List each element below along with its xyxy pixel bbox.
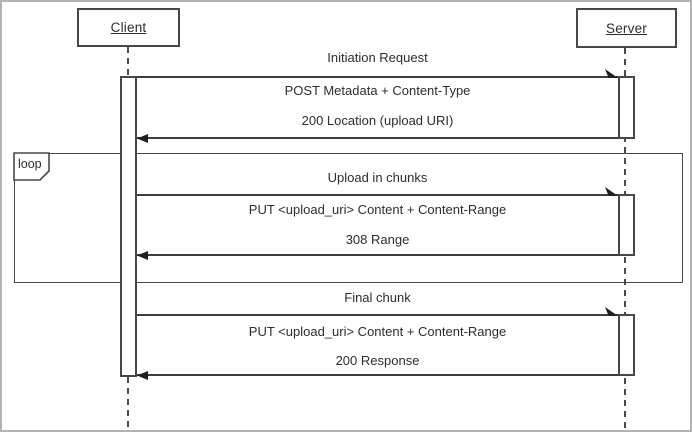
exchange-3-request-label: PUT <upload_uri> Content + Content-Range <box>248 324 507 339</box>
server-activation-bar-2 <box>618 194 635 256</box>
exchange-1-response-arrowhead-icon <box>137 134 148 143</box>
exchange-2-request-line <box>137 194 618 196</box>
participant-client: Client <box>77 8 180 47</box>
participant-server: Server <box>576 8 677 48</box>
exchange-1-response-label: 200 Location (upload URI) <box>301 113 454 128</box>
exchange-3-request-arrowhead-icon <box>605 307 618 316</box>
exchange-3-title: Final chunk <box>344 290 411 305</box>
exchange-2-title: Upload in chunks <box>327 170 428 185</box>
exchange-2-request-arrowhead-icon <box>605 187 618 196</box>
exchange-3-response-arrowhead-icon <box>137 371 148 380</box>
exchange-3-request-line <box>137 314 618 316</box>
client-activation-bar <box>120 76 137 377</box>
loop-fragment-label: loop <box>18 157 42 171</box>
exchange-1-request-arrowhead-icon <box>605 69 618 78</box>
participant-server-label: Server <box>606 20 647 36</box>
exchange-3-response-line <box>137 374 618 376</box>
exchange-2-response-line <box>137 254 618 256</box>
exchange-2-response-label: 308 Range <box>345 232 410 247</box>
exchange-1-response-line <box>137 137 618 139</box>
exchange-1-request-line <box>137 76 618 78</box>
exchange-2-response-arrowhead-icon <box>137 251 148 260</box>
participant-client-label: Client <box>110 20 147 35</box>
loop-fragment <box>14 153 683 283</box>
server-activation-bar-3 <box>618 314 635 376</box>
exchange-2-request-label: PUT <upload_uri> Content + Content-Range <box>248 202 507 217</box>
exchange-3-response-label: 200 Response <box>335 353 420 368</box>
server-activation-bar-1 <box>618 76 635 139</box>
loop-fragment-tag <box>13 152 50 181</box>
exchange-1-title: Initiation Request <box>327 50 428 65</box>
exchange-1-request-label: POST Metadata + Content-Type <box>284 83 471 98</box>
